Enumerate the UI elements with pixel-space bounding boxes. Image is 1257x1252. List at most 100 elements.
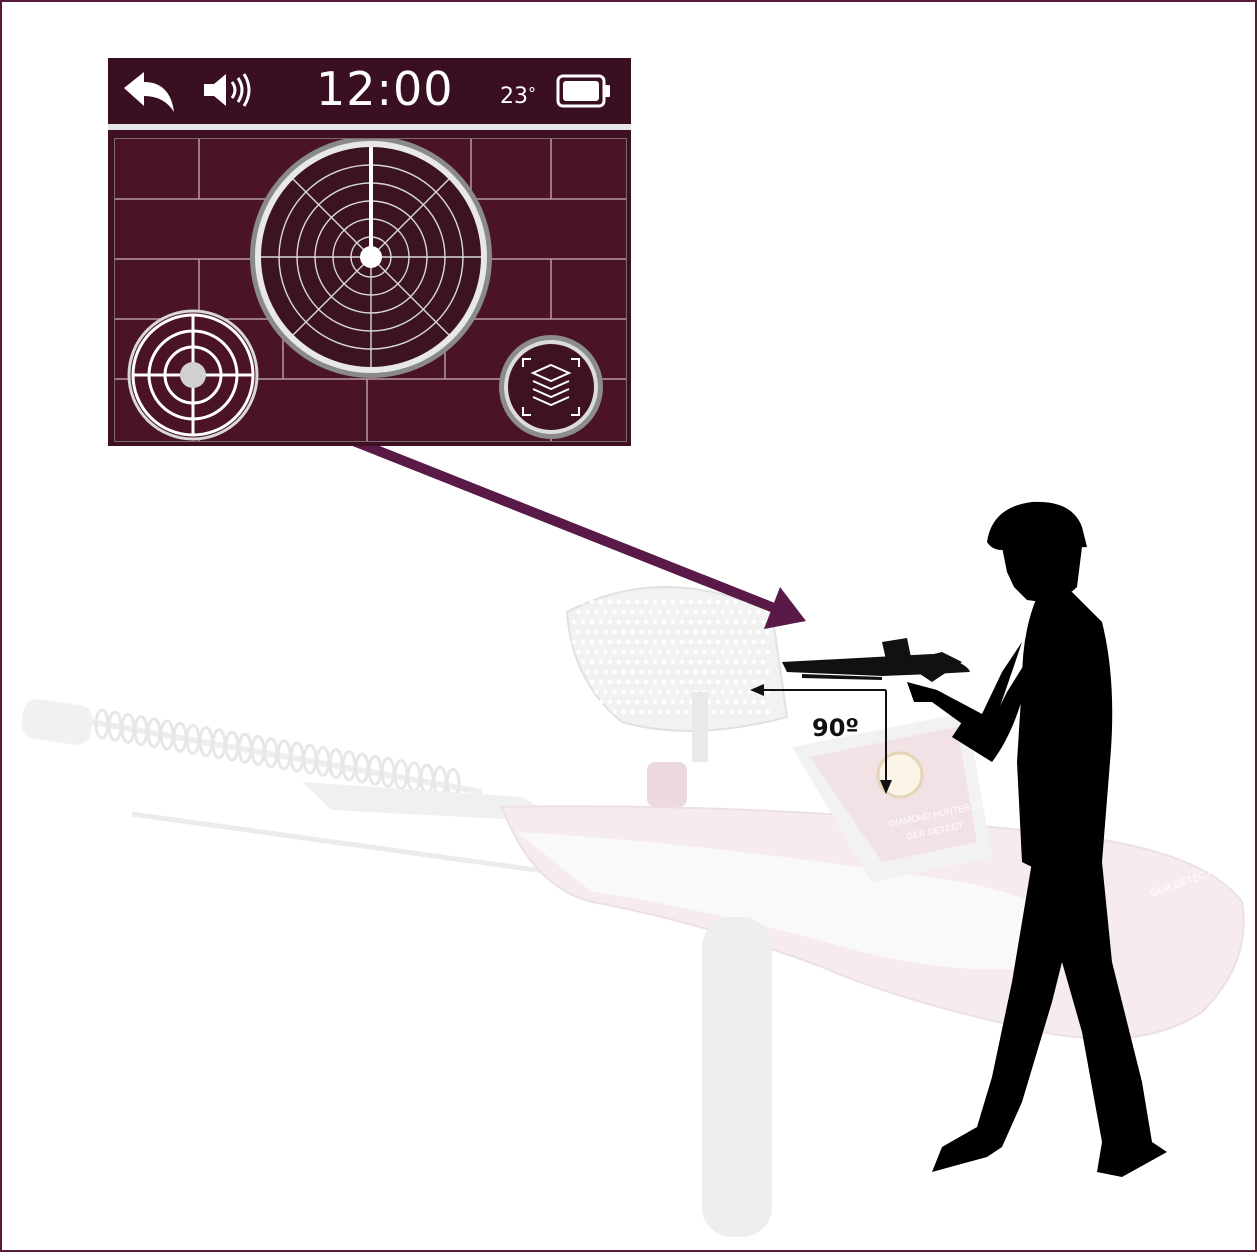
panel-hole [671,620,675,624]
panel-hole [711,690,715,694]
panel-hole [639,650,643,654]
speaker-icon[interactable] [202,70,254,110]
panel-hole [725,660,729,664]
temperature-unit: ° [528,84,536,103]
panel-hole [738,610,742,614]
panel-hole [590,680,594,684]
panel-hole [698,640,702,644]
panel-hole [630,650,634,654]
panel-hole [756,650,760,654]
panel-hole [621,630,625,634]
panel-hole [671,660,675,664]
panel-hole [684,610,688,614]
panel-hole [675,710,679,714]
panel-hole [603,710,607,714]
angle-label: 90º [812,714,859,742]
panel-hole [720,610,724,614]
layers-icon[interactable] [499,335,603,439]
panel-hole [666,630,670,634]
panel-hole [585,650,589,654]
panel-hole [657,650,661,654]
panel-hole [635,680,639,684]
panel-hole [599,640,603,644]
panel-hole [716,700,720,704]
panel-hole [590,660,594,664]
panel-hole [707,660,711,664]
panel-hole [608,660,612,664]
panel-hole [585,630,589,634]
panel-hole [743,620,747,624]
panel-hole [689,640,693,644]
panel-hole [590,620,594,624]
panel-hole [590,640,594,644]
panel-hole [675,630,679,634]
panel-hole [626,660,630,664]
panel-hole [621,690,625,694]
panel-hole [648,670,652,674]
spring-antenna [20,697,482,797]
panel-hole [612,690,616,694]
panel-hole [671,700,675,704]
panel-hole [725,700,729,704]
panel-hole [725,680,729,684]
panel-hole [684,710,688,714]
panel-hole [675,670,679,674]
radar-icon [250,139,492,378]
panel-hole [639,670,643,674]
panel-hole [711,710,715,714]
panel-hole [702,630,706,634]
panel-hole [734,620,738,624]
panel-hole [617,640,621,644]
panel-hole [662,660,666,664]
panel-hole [635,700,639,704]
panel-hole [662,600,666,604]
target-icon[interactable] [129,311,257,439]
panel-hole [693,610,697,614]
panel-hole [666,670,670,674]
panel-hole [594,630,598,634]
panel-hole [581,700,585,704]
panel-hole [747,630,751,634]
panel-hole [734,660,738,664]
panel-hole [756,710,760,714]
panel-hole [747,690,751,694]
panel-hole [689,660,693,664]
panel-hole [621,650,625,654]
panel-hole [630,710,634,714]
panel-hole [635,640,639,644]
back-arrow-icon[interactable] [120,68,178,116]
panel-hole [680,600,684,604]
panel-hole [729,630,733,634]
panel-hole [752,640,756,644]
device-screen: 12:00 23° [108,58,631,446]
panel-hole [626,600,630,604]
panel-hole [747,670,751,674]
panel-hole [653,640,657,644]
perforated-antenna-panel [567,587,787,762]
panel-hole [644,620,648,624]
panel-hole [671,600,675,604]
panel-hole [716,620,720,624]
status-separator [108,124,631,130]
panel-hole [612,710,616,714]
panel-hole [657,690,661,694]
panel-hole [707,680,711,684]
panel-hole [626,620,630,624]
panel-hole [608,640,612,644]
panel-hole [698,660,702,664]
panel-hole [743,680,747,684]
panel-hole [626,700,630,704]
panel-hole [639,610,643,614]
panel-hole [702,670,706,674]
panel-hole [603,630,607,634]
panel-hole [662,700,666,704]
panel-hole [644,700,648,704]
panel-hole [617,620,621,624]
panel-hole [572,700,576,704]
status-bar: 12:00 23° [108,58,631,124]
panel-hole [680,700,684,704]
panel-hole [653,660,657,664]
panel-hole [617,680,621,684]
panel-hole [581,600,585,604]
panel-hole [684,670,688,674]
